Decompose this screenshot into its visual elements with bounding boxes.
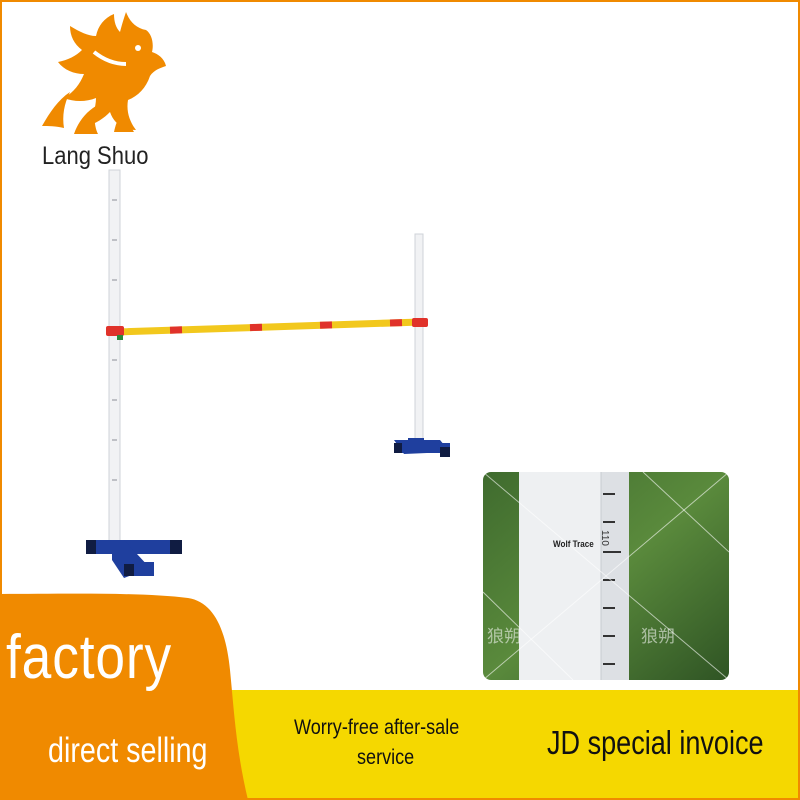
inset-label: Wolf Trace [553,539,594,549]
brand-name: Lang Shuo [42,142,149,170]
inset-tick-number: 110 [599,530,610,546]
factory-text: factory [6,623,173,692]
invoice-text: JD special invoice [547,724,764,761]
wolf-head-icon [42,12,166,134]
promo-banner-background [0,593,800,800]
inset-watermark-right: 狼朔 [641,627,675,647]
inset-watermark-left: 狼朔 [487,627,521,647]
pole-closeup-icon [483,472,729,680]
inset-detail-photo: Wolf Trace 110 狼朔 狼朔 [483,472,729,680]
after-sale-text-line1: Worry-free after-sale [294,716,460,739]
after-sale-text-line2: service [357,746,415,769]
direct-selling-text: direct selling [48,731,208,770]
